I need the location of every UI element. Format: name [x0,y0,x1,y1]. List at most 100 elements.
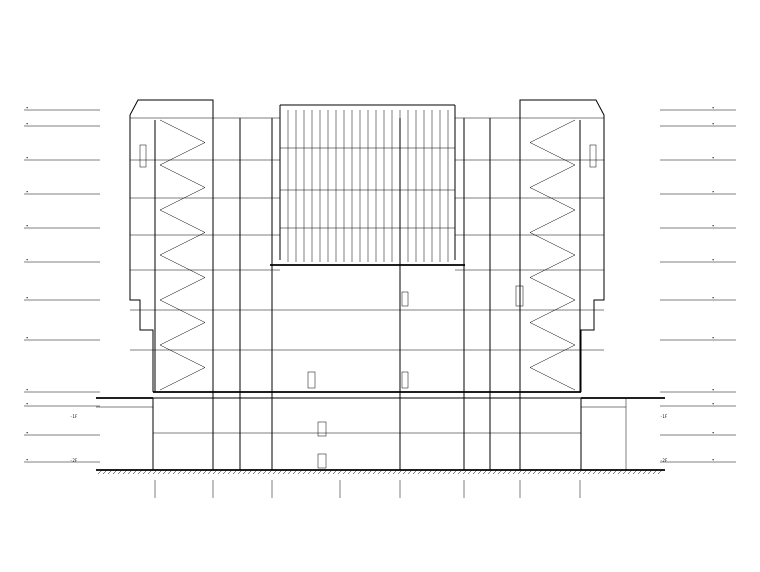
hatch-stroke [147,469,153,475]
hatch-stroke [357,469,363,475]
hatch-stroke [187,469,193,475]
hatch-stroke [137,469,143,475]
level-label-right: - [712,387,714,392]
level-label-left: - [26,223,28,228]
ground-hatch [97,469,663,475]
hatch-stroke [647,469,653,475]
columns [154,118,581,470]
hatch-stroke [237,469,243,475]
hatch-stroke [432,469,438,475]
hatch-stroke [612,469,618,475]
hatch-stroke [507,469,513,475]
level-label-right: - [712,257,714,262]
hatch-stroke [657,469,663,475]
hatch-stroke [462,469,468,475]
hatch-stroke [467,469,473,475]
hatch-stroke [177,469,183,475]
hatch-stroke [617,469,623,475]
hatch-stroke [247,469,253,475]
level-label-right: - [712,121,714,126]
hatch-stroke [162,469,168,475]
hatch-stroke [472,469,478,475]
hatch-stroke [452,469,458,475]
hatch-stroke [112,469,118,475]
level-label-left: - [26,457,28,462]
hatch-stroke [412,469,418,475]
level-markers-right: ------------ [660,105,736,463]
hatch-stroke [292,469,298,475]
hatch-stroke [182,469,188,475]
level-label-right: - [712,155,714,160]
hatch-stroke [337,469,343,475]
level-label-left: - [26,387,28,392]
hatch-stroke [427,469,433,475]
hatch-stroke [437,469,443,475]
hatch-stroke [402,469,408,475]
hatch-stroke [372,469,378,475]
hatch-stroke [417,469,423,475]
hatch-stroke [277,469,283,475]
hatch-stroke [202,469,208,475]
hatch-stroke [597,469,603,475]
stair-flight [159,119,206,391]
hatch-stroke [602,469,608,475]
hatch-stroke [272,469,278,475]
hatch-stroke [172,469,178,475]
hatch-stroke [117,469,123,475]
level-label-left: - [26,105,28,110]
hatch-stroke [527,469,533,475]
level-label-left: - [26,335,28,340]
floor-lines [130,117,604,351]
hatch-stroke [132,469,138,475]
hatch-stroke [192,469,198,475]
level-markers-left: ------------ [24,105,100,463]
hatch-stroke [542,469,548,475]
hatch-stroke [442,469,448,475]
hatch-stroke [537,469,543,475]
hatch-stroke [632,469,638,475]
hatch-stroke [502,469,508,475]
hatch-stroke [592,469,598,475]
hatch-stroke [477,469,483,475]
basement-tag-left-1: -1F [70,414,78,419]
stairs-left [159,119,206,391]
hatch-stroke [407,469,413,475]
hatch-stroke [587,469,593,475]
level-label-right: - [712,457,714,462]
hatch-stroke [377,469,383,475]
hatch-stroke [397,469,403,475]
hatch-stroke [637,469,643,475]
hatch-stroke [232,469,238,475]
hatch-stroke [107,469,113,475]
hatch-stroke [332,469,338,475]
hatch-stroke [552,469,558,475]
hatch-stroke [487,469,493,475]
basement-tag-left-2: -2F [70,458,78,463]
hatch-stroke [157,469,163,475]
hatch-stroke [517,469,523,475]
hatch-stroke [307,469,313,475]
hatch-stroke [212,469,218,475]
hatch-stroke [127,469,133,475]
hatch-stroke [482,469,488,475]
hatch-stroke [352,469,358,475]
hatch-stroke [577,469,583,475]
hatch-stroke [142,469,148,475]
hatch-stroke [197,469,203,475]
level-label-right: - [712,401,714,406]
hatch-stroke [422,469,428,475]
level-label-left: - [26,401,28,406]
hatch-stroke [327,469,333,475]
hatch-stroke [317,469,323,475]
hatch-stroke [252,469,258,475]
hatch-stroke [152,469,158,475]
hatch-stroke [122,469,128,475]
level-label-right: - [712,105,714,110]
hatch-stroke [622,469,628,475]
basement-tag-right-1: -1F [660,414,668,419]
building-outline [129,99,605,393]
hatch-stroke [382,469,388,475]
hatch-stroke [302,469,308,475]
hatch-stroke [447,469,453,475]
basement [96,397,665,471]
